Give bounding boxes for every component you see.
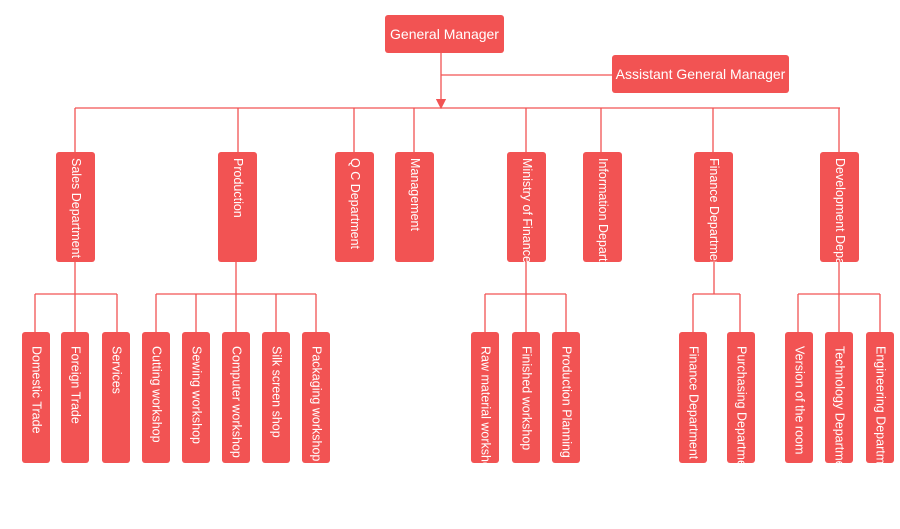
dept-label: Development Department [832,158,847,262]
sub-dept-domestic-trade: Domestic Trade [22,332,50,463]
dept-development: Development Department [820,152,859,262]
dept-ministry-of-finance: Ministry of Finance [507,152,546,262]
sub-dept-silk-screen-shop: Silk screen shop [262,332,290,463]
dept-production: Production [218,152,257,262]
sub-dept-label: Silk screen shop [269,346,284,438]
sub-dept-label: Version of the room [792,346,807,455]
sub-dept-label: Computer workshop [229,346,244,458]
dept-label: Sales Department [68,158,83,259]
general-manager-label: General Manager [390,26,499,42]
sub-dept-label: Finished workshop [519,346,534,451]
sub-dept-label: Purchasing Department [734,346,749,463]
dept-label: Information Department [595,158,610,262]
sub-dept-foreign-trade: Foreign Trade [61,332,89,463]
dept-label: Management [407,158,422,231]
dept-label: Ministry of Finance [519,158,534,262]
sub-dept-purchasing-department: Purchasing Department [727,332,755,463]
sub-dept-label: Finance Department [686,346,701,460]
sub-dept-raw-material-workshop: Raw material workshop [471,332,499,463]
sub-dept-label: Foreign Trade [68,346,83,424]
sub-dept-label: Domestic Trade [29,346,44,434]
sub-dept-label: Raw material workshop [478,346,493,463]
sub-dept-technology-department: Technology Department [825,332,853,463]
sub-dept-sewing-workshop: Sewing workshop [182,332,210,463]
dept-sales: Sales Department [56,152,95,262]
sub-dept-version-of-the-room: Version of the room [785,332,813,463]
sub-dept-label: Technology Department [832,346,847,463]
sub-dept-finance-department: Finance Department [679,332,707,463]
dept-label: Finance Department [706,158,721,262]
sub-dept-packaging-workshop: Packaging workshop [302,332,330,463]
dept-management: Management [395,152,434,262]
sub-dept-label: Packaging workshop [309,346,324,462]
sub-dept-engineering-department: Engineering Department [866,332,894,463]
dept-qc: Q C Department [335,152,374,262]
sub-dept-label: Services [109,346,124,394]
dept-label: Q C Department [347,158,362,250]
sub-dept-production-planning: Production Planning [552,332,580,463]
assistant-general-manager-box: Assistant General Manager [612,55,789,93]
general-manager-box: General Manager [385,15,504,53]
sub-dept-label: Production Planning [559,346,574,458]
dept-information: Information Department [583,152,622,262]
assistant-general-manager-label: Assistant General Manager [615,66,786,82]
sub-dept-computer-workshop: Computer workshop [222,332,250,463]
sub-dept-label: Sewing workshop [189,346,204,444]
sub-dept-finished-workshop: Finished workshop [512,332,540,463]
sub-dept-cutting-workshop: Cutting workshop [142,332,170,463]
sub-dept-label: Engineering Department [873,346,888,463]
sub-dept-label: Cutting workshop [149,346,164,443]
dept-finance: Finance Department [694,152,733,262]
dept-label: Production [230,158,245,218]
sub-dept-services: Services [102,332,130,463]
